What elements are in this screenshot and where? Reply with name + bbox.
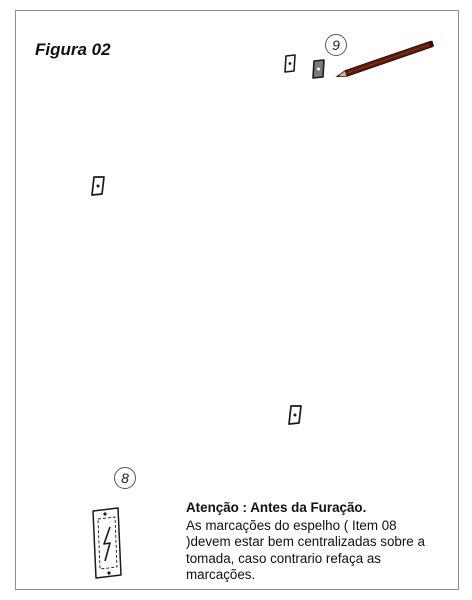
shaded-drill-mark-icon — [312, 59, 325, 79]
figure-frame — [15, 10, 459, 590]
warning-note: Atenção : Antes da Furação. As marcações… — [186, 500, 436, 584]
warning-note-body: As marcações do espelho ( Item 08 )devem… — [186, 517, 425, 583]
warning-note-title: Atenção : Antes da Furação. — [186, 500, 367, 515]
drill-mark-icon — [284, 54, 296, 73]
pencil-icon — [335, 40, 435, 78]
callout-item-8: 8 — [114, 467, 136, 489]
drill-mark-icon — [91, 176, 105, 196]
outlet-plate-icon — [92, 507, 122, 579]
callout-item-9: 9 — [325, 34, 347, 56]
figure-title: Figura 02 — [35, 40, 111, 59]
drill-mark-icon — [288, 405, 302, 425]
